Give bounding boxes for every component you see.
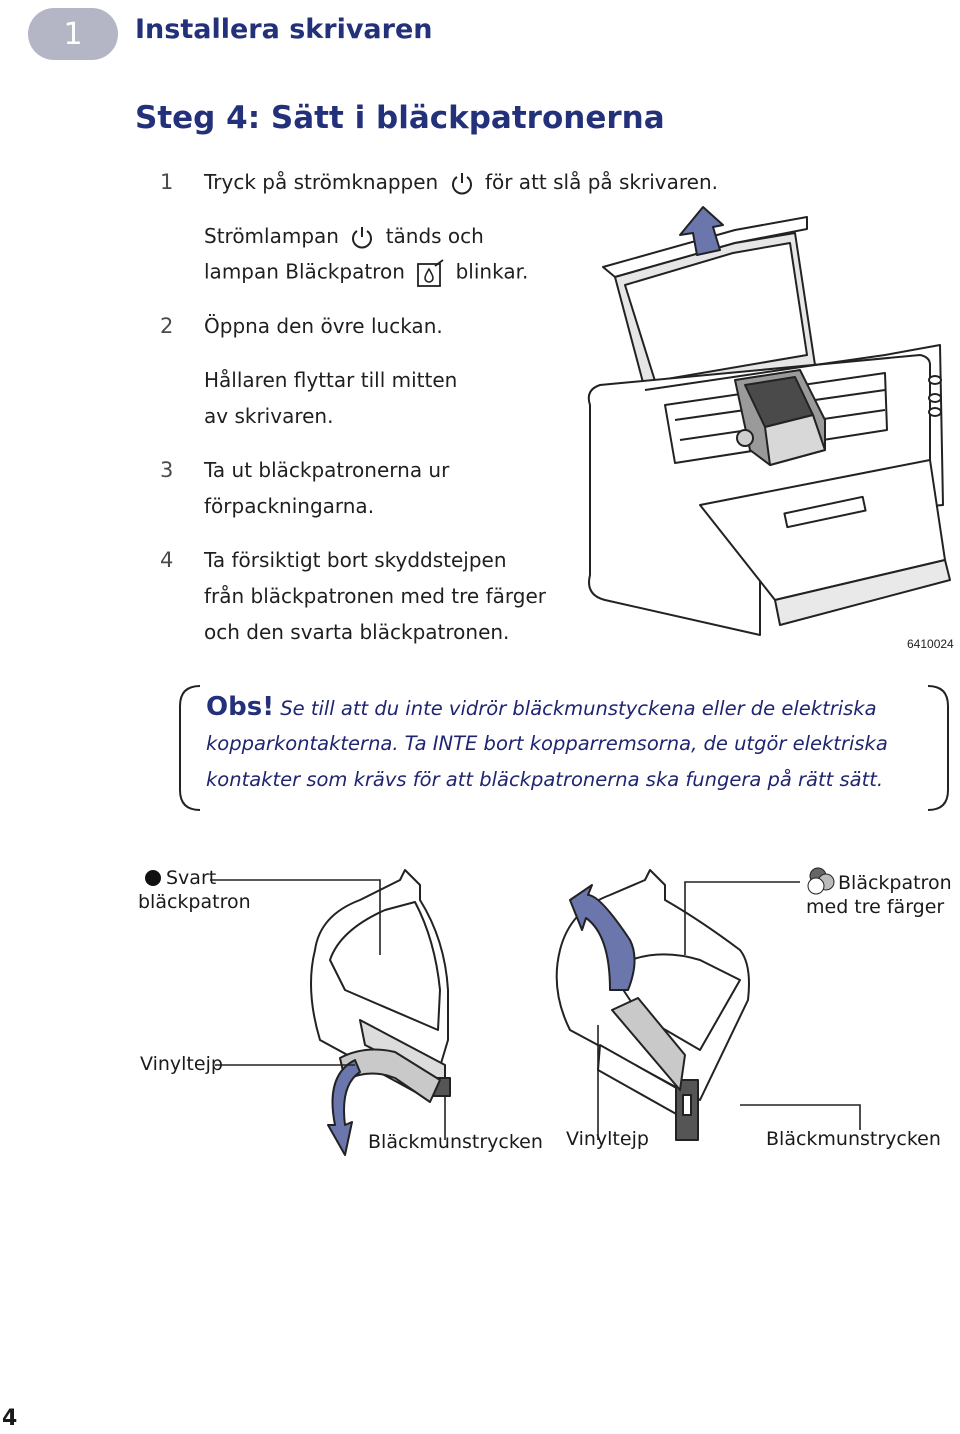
note-box: Obs! Se till att du inte vidrör bläckmun…: [178, 684, 950, 812]
step-1-line-2: Strömlampan tänds och: [204, 224, 484, 251]
step-1-line-3-after: blinkar.: [455, 259, 529, 284]
label-black-line-1: Svart: [166, 867, 217, 889]
note-line-3: kontakter som krävs för att bläckpatrone…: [206, 768, 884, 791]
black-ink-dot-icon: [145, 870, 161, 886]
tricolor-vinyl-tape: [611, 997, 686, 1091]
step-4-number: 4: [160, 548, 174, 572]
step-1-line-2-after: tänds och: [385, 224, 484, 248]
tricolor-ink-dots-icon: [807, 867, 835, 895]
page-number: 4: [2, 1406, 18, 1431]
note-line-1: Obs! Se till att du inte vidrör bläckmun…: [206, 692, 877, 722]
label-black-line-2: bläckpatron: [138, 891, 251, 913]
chapter-number-badge: 1: [28, 8, 118, 60]
step-2-number: 2: [160, 314, 174, 338]
step-1-line-3: lampan Bläckpatron blinkar.: [204, 258, 528, 288]
chapter-title: Installera skrivaren: [135, 14, 433, 45]
note-line-2: kopparkontakterna. Ta INTE bort kopparre…: [206, 732, 888, 755]
step-4-line-3: och den svarta bläckpatronen.: [204, 620, 510, 644]
step-1-line-3-before: lampan Bläckpatron: [204, 259, 405, 284]
label-vinyl-left: Vinyltejp: [140, 1053, 223, 1075]
power-light-icon: [352, 226, 373, 248]
step-4-line-2: från bläckpatronen med tre färger: [204, 584, 546, 608]
step-1-number: 1: [160, 170, 174, 194]
note-label: Obs!: [206, 692, 275, 722]
power-icon: [451, 172, 472, 194]
note-bracket-left: [179, 685, 201, 811]
step-title: Steg 4: Sätt i bläckpatronerna: [135, 100, 665, 136]
step-4-line-1: Ta försiktigt bort skyddstejpen: [204, 548, 507, 572]
ink-cartridge-light-icon: [417, 259, 444, 287]
step-1-line-1: Tryck på strömknappen för att slå på skr…: [204, 170, 718, 197]
label-vinyl-right: Vinyltejp: [566, 1128, 649, 1150]
label-nozzles-left: Bläckmunstrycken: [368, 1131, 543, 1153]
label-tricolor-line-1: Bläckpatron: [838, 872, 952, 894]
chapter-number: 1: [63, 16, 83, 52]
printer-illustration: [587, 206, 951, 636]
step-3-line-2: förpackningarna.: [204, 494, 375, 518]
step-2-line-3: av skrivaren.: [204, 404, 334, 428]
black-peel-arrow-icon: [327, 1059, 361, 1156]
cartridge-diagram: [145, 867, 861, 1156]
label-tricolor-line-2: med tre färger: [806, 896, 945, 918]
step-2-line-1: Öppna den övre luckan.: [204, 314, 443, 338]
step-2-line-2: Hållaren flyttar till mitten: [204, 368, 458, 392]
step-1-line-1-before: Tryck på strömknappen: [204, 170, 439, 194]
label-nozzles-right: Bläckmunstrycken: [766, 1128, 941, 1150]
lift-arrow-icon: [679, 206, 724, 256]
step-1-line-1-after: för att slå på skrivaren.: [484, 170, 718, 194]
black-vinyl-tape: [339, 1048, 441, 1103]
step-1-line-2-before: Strömlampan: [204, 224, 339, 248]
note-bracket-right: [927, 685, 949, 811]
step-3-line-1: Ta ut bläckpatronerna ur: [204, 458, 450, 482]
figure-code: 6410024: [907, 637, 954, 651]
tricolor-peel-arrow-icon: [569, 884, 636, 991]
note-line-1-text: Se till att du inte vidrör bläckmunstyck…: [280, 697, 877, 720]
step-3-number: 3: [160, 458, 174, 482]
